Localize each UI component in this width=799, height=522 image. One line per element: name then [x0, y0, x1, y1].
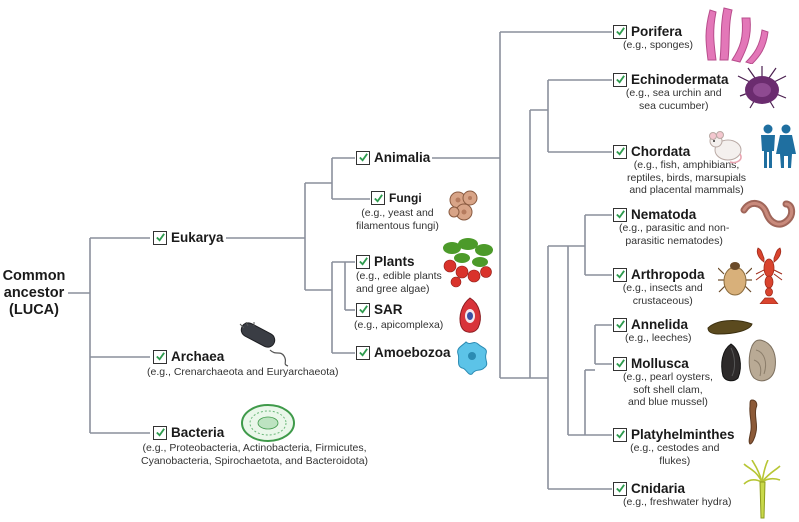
- check-icon[interactable]: [613, 72, 627, 87]
- mollusca-example: (e.g., pearl oysters, soft shell clam, a…: [623, 371, 713, 408]
- check-icon[interactable]: [153, 230, 167, 245]
- lobster-icon: [755, 247, 783, 304]
- fungi-example: (e.g., yeast and filamentous fungi): [356, 207, 439, 232]
- node-platyhelminthes: Platyhelminthes (e.g., cestodes and fluk…: [613, 427, 735, 467]
- check-icon[interactable]: [613, 481, 627, 496]
- bacillus-icon: [239, 322, 289, 367]
- bacteria-label: Bacteria: [171, 425, 225, 440]
- node-echinodermata: Echinodermata (e.g., sea urchin and sea …: [613, 72, 729, 112]
- oyster-icon: [748, 339, 776, 382]
- node-plants: Plants (e.g., edible plants and gree alg…: [356, 254, 442, 295]
- leech-icon: [707, 320, 753, 335]
- people-icon: [761, 124, 796, 168]
- check-icon[interactable]: [613, 207, 627, 222]
- platyhelminthes-example: (e.g., cestodes and flukes): [630, 442, 720, 467]
- sar-label: SAR: [374, 302, 403, 317]
- archaea-label: Archaea: [171, 349, 225, 364]
- flatworm-icon: [748, 399, 758, 445]
- check-icon[interactable]: [613, 267, 627, 282]
- node-fungi: Fungi (e.g., yeast and filamentous fungi…: [356, 191, 439, 232]
- sponge-icon: [705, 7, 769, 64]
- arthropoda-label: Arthropoda: [631, 267, 705, 282]
- check-icon[interactable]: [613, 317, 627, 332]
- bacteria-example: (e.g., Proteobacteria, Actinobacteria, F…: [141, 442, 369, 467]
- node-porifera: Porifera (e.g., sponges): [613, 24, 693, 52]
- check-icon[interactable]: [356, 254, 370, 269]
- mollusca-label: Mollusca: [631, 356, 689, 371]
- tick-icon: [718, 262, 752, 296]
- platyhelminthes-label: Platyhelminthes: [631, 427, 735, 442]
- node-nematoda: Nematoda (e.g., parasitic and non- paras…: [613, 207, 729, 247]
- node-eukarya: Eukarya: [153, 230, 224, 245]
- check-icon[interactable]: [356, 150, 370, 165]
- apicomplexa-icon: [459, 297, 481, 333]
- eukarya-label: Eukarya: [171, 230, 224, 245]
- node-archaea: Archaea (e.g., Crenarchaeota and Euryarc…: [147, 349, 338, 379]
- mussel-icon: [721, 343, 741, 382]
- check-icon[interactable]: [613, 144, 627, 159]
- node-mollusca: Mollusca (e.g., pearl oysters, soft shel…: [613, 356, 713, 409]
- amoebozoa-label: Amoebozoa: [374, 345, 451, 360]
- echinodermata-example: (e.g., sea urchin and sea cucumber): [625, 87, 722, 112]
- check-icon[interactable]: [356, 302, 370, 317]
- animalia-label: Animalia: [374, 150, 431, 165]
- check-icon[interactable]: [356, 345, 370, 360]
- node-annelida: Annelida (e.g., leeches): [613, 317, 692, 345]
- root-label: Common ancestor (LUCA): [2, 268, 66, 318]
- echinodermata-label: Echinodermata: [631, 72, 729, 87]
- annelida-label: Annelida: [631, 317, 689, 332]
- check-icon[interactable]: [613, 427, 627, 442]
- plants-example: (e.g., edible plants and gree algae): [356, 270, 442, 295]
- cnidaria-label: Cnidaria: [631, 481, 686, 496]
- check-icon[interactable]: [153, 349, 167, 364]
- node-sar: SAR (e.g., apicomplexa): [354, 302, 444, 332]
- sar-example: (e.g., apicomplexa): [354, 319, 444, 331]
- check-icon[interactable]: [371, 191, 385, 205]
- check-icon[interactable]: [613, 356, 627, 371]
- chordata-label: Chordata: [631, 144, 691, 159]
- node-bacteria: Bacteria (e.g., Proteobacteria, Actinoba…: [141, 425, 368, 467]
- porifera-example: (e.g., sponges): [623, 39, 694, 51]
- archaea-example: (e.g., Crenarchaeota and Euryarchaeota): [147, 366, 339, 378]
- cnidaria-example: (e.g., freshwater hydra): [623, 496, 732, 508]
- hydra-icon: [743, 460, 781, 519]
- chordata-example: (e.g., fish, amphibians, reptiles, birds…: [627, 159, 747, 196]
- check-icon[interactable]: [613, 24, 627, 39]
- bacteria-colony-icon: [241, 404, 295, 442]
- node-amoebozoa: Amoebozoa: [356, 345, 451, 360]
- sea-urchin-icon: [737, 66, 787, 109]
- nematoda-label: Nematoda: [631, 207, 697, 222]
- plants-label: Plants: [374, 254, 415, 269]
- node-arthropoda: Arthropoda (e.g., insects and crustaceou…: [613, 267, 705, 307]
- node-cnidaria: Cnidaria (e.g., freshwater hydra): [613, 481, 732, 509]
- amoeba-icon: [457, 341, 488, 375]
- yeast-icon: [448, 190, 478, 221]
- arthropoda-example: (e.g., insects and crustaceous): [622, 282, 703, 307]
- tomato-plant-icon: [443, 238, 493, 288]
- check-icon[interactable]: [153, 425, 167, 440]
- fungi-label: Fungi: [389, 191, 422, 205]
- annelida-example: (e.g., leeches): [625, 332, 692, 344]
- porifera-label: Porifera: [631, 24, 683, 39]
- node-animalia: Animalia: [356, 150, 430, 165]
- worm-icon: [740, 200, 796, 228]
- mouse-icon: [709, 131, 742, 164]
- node-chordata: Chordata (e.g., fish, amphibians, reptil…: [613, 144, 746, 197]
- nematoda-example: (e.g., parasitic and non- parasitic nema…: [619, 222, 730, 247]
